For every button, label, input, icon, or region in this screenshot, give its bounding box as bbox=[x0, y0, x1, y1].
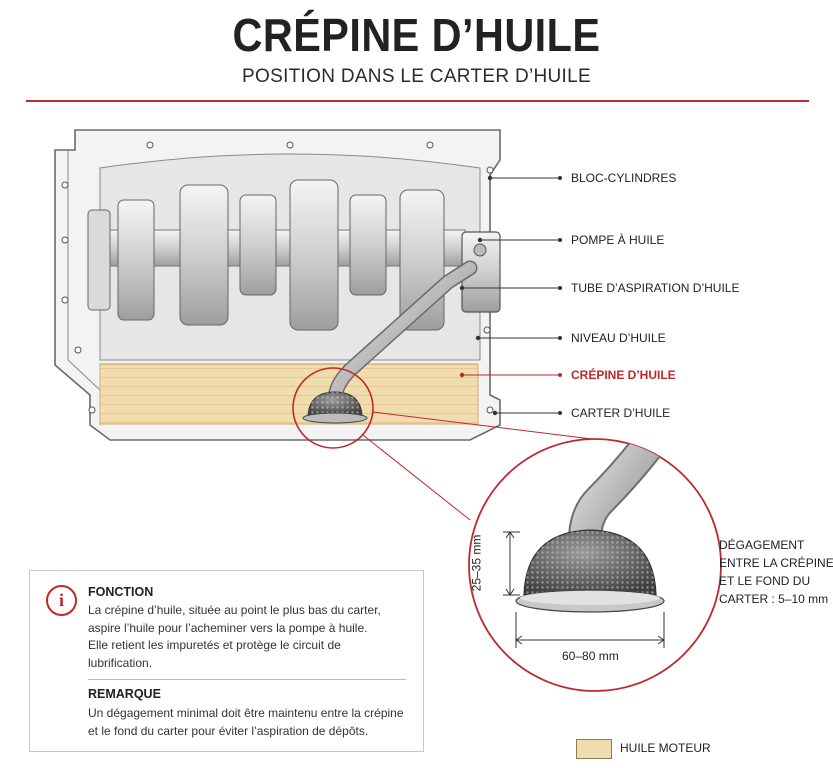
strainer-highlight-circle bbox=[292, 367, 374, 449]
engine-oil-level bbox=[99, 363, 479, 425]
clearance-note-line: CARTER : 5–10 mm bbox=[719, 592, 829, 606]
info-icon: i bbox=[46, 585, 77, 616]
note-text: Un dégagement minimal doit être maintenu… bbox=[88, 705, 418, 740]
clearance-note-line: ENTRE LA CRÉPINE bbox=[719, 556, 833, 570]
oil-strainer bbox=[302, 391, 368, 424]
detail-connector-right bbox=[372, 411, 601, 441]
clearance-note-line: DÉGAGEMENT bbox=[719, 538, 805, 552]
callout-oil-pump: POMPE À HUILE bbox=[571, 233, 665, 247]
clearance-note-line: ET LE FOND DU bbox=[719, 574, 811, 588]
note-line: et le fond du carter pour éviter l’aspir… bbox=[88, 723, 369, 738]
page-subtitle: POSITION DANS LE CARTER D’HUILE bbox=[242, 66, 591, 87]
legend-oil-swatch bbox=[576, 739, 612, 759]
note-line: Un dégagement minimal doit être maintenu… bbox=[88, 706, 404, 720]
info-panel: i FONCTION La crépine d’huile, située au… bbox=[29, 570, 424, 752]
callout-oil-level: NIVEAU D’HUILE bbox=[571, 331, 666, 345]
legend-oil-label: HUILE MOTEUR bbox=[620, 741, 711, 755]
callout-pickup-tube: TUBE D’ASPIRATION D’HUILE bbox=[571, 281, 740, 295]
detail-connector-left bbox=[362, 434, 471, 521]
function-line: lubrification. bbox=[88, 655, 153, 670]
title-divider bbox=[26, 100, 809, 102]
info-divider bbox=[88, 679, 406, 680]
callout-oil-pan: CARTER D’HUILE bbox=[571, 406, 671, 420]
page-title: CRÉPINE D’HUILE bbox=[232, 9, 601, 61]
note-heading: REMARQUE bbox=[88, 687, 161, 701]
height-dimension-label: 25–35 mm bbox=[469, 534, 484, 592]
callout-leaders bbox=[462, 177, 560, 414]
function-line: aspire l’huile pour l’acheminer vers la … bbox=[88, 620, 368, 635]
crankshaft bbox=[87, 179, 466, 331]
function-line: Elle retient les impuretés et protège le… bbox=[88, 638, 341, 652]
function-heading: FONCTION bbox=[88, 585, 154, 599]
function-text: La crépine d’huile, située au point le p… bbox=[88, 602, 418, 672]
oil-pump bbox=[461, 231, 501, 313]
detail-magnifier bbox=[468, 438, 722, 692]
function-line: La crépine d’huile, située au point le p… bbox=[88, 603, 381, 617]
width-dimension-label: 60–80 mm bbox=[562, 649, 619, 663]
clearance-note: DÉGAGEMENT ENTRE LA CRÉPINE ET LE FOND D… bbox=[719, 536, 833, 608]
callout-cylinder-block: BLOC-CYLINDRES bbox=[571, 171, 677, 185]
callout-oil-strainer: CRÉPINE D’HUILE bbox=[571, 368, 676, 382]
